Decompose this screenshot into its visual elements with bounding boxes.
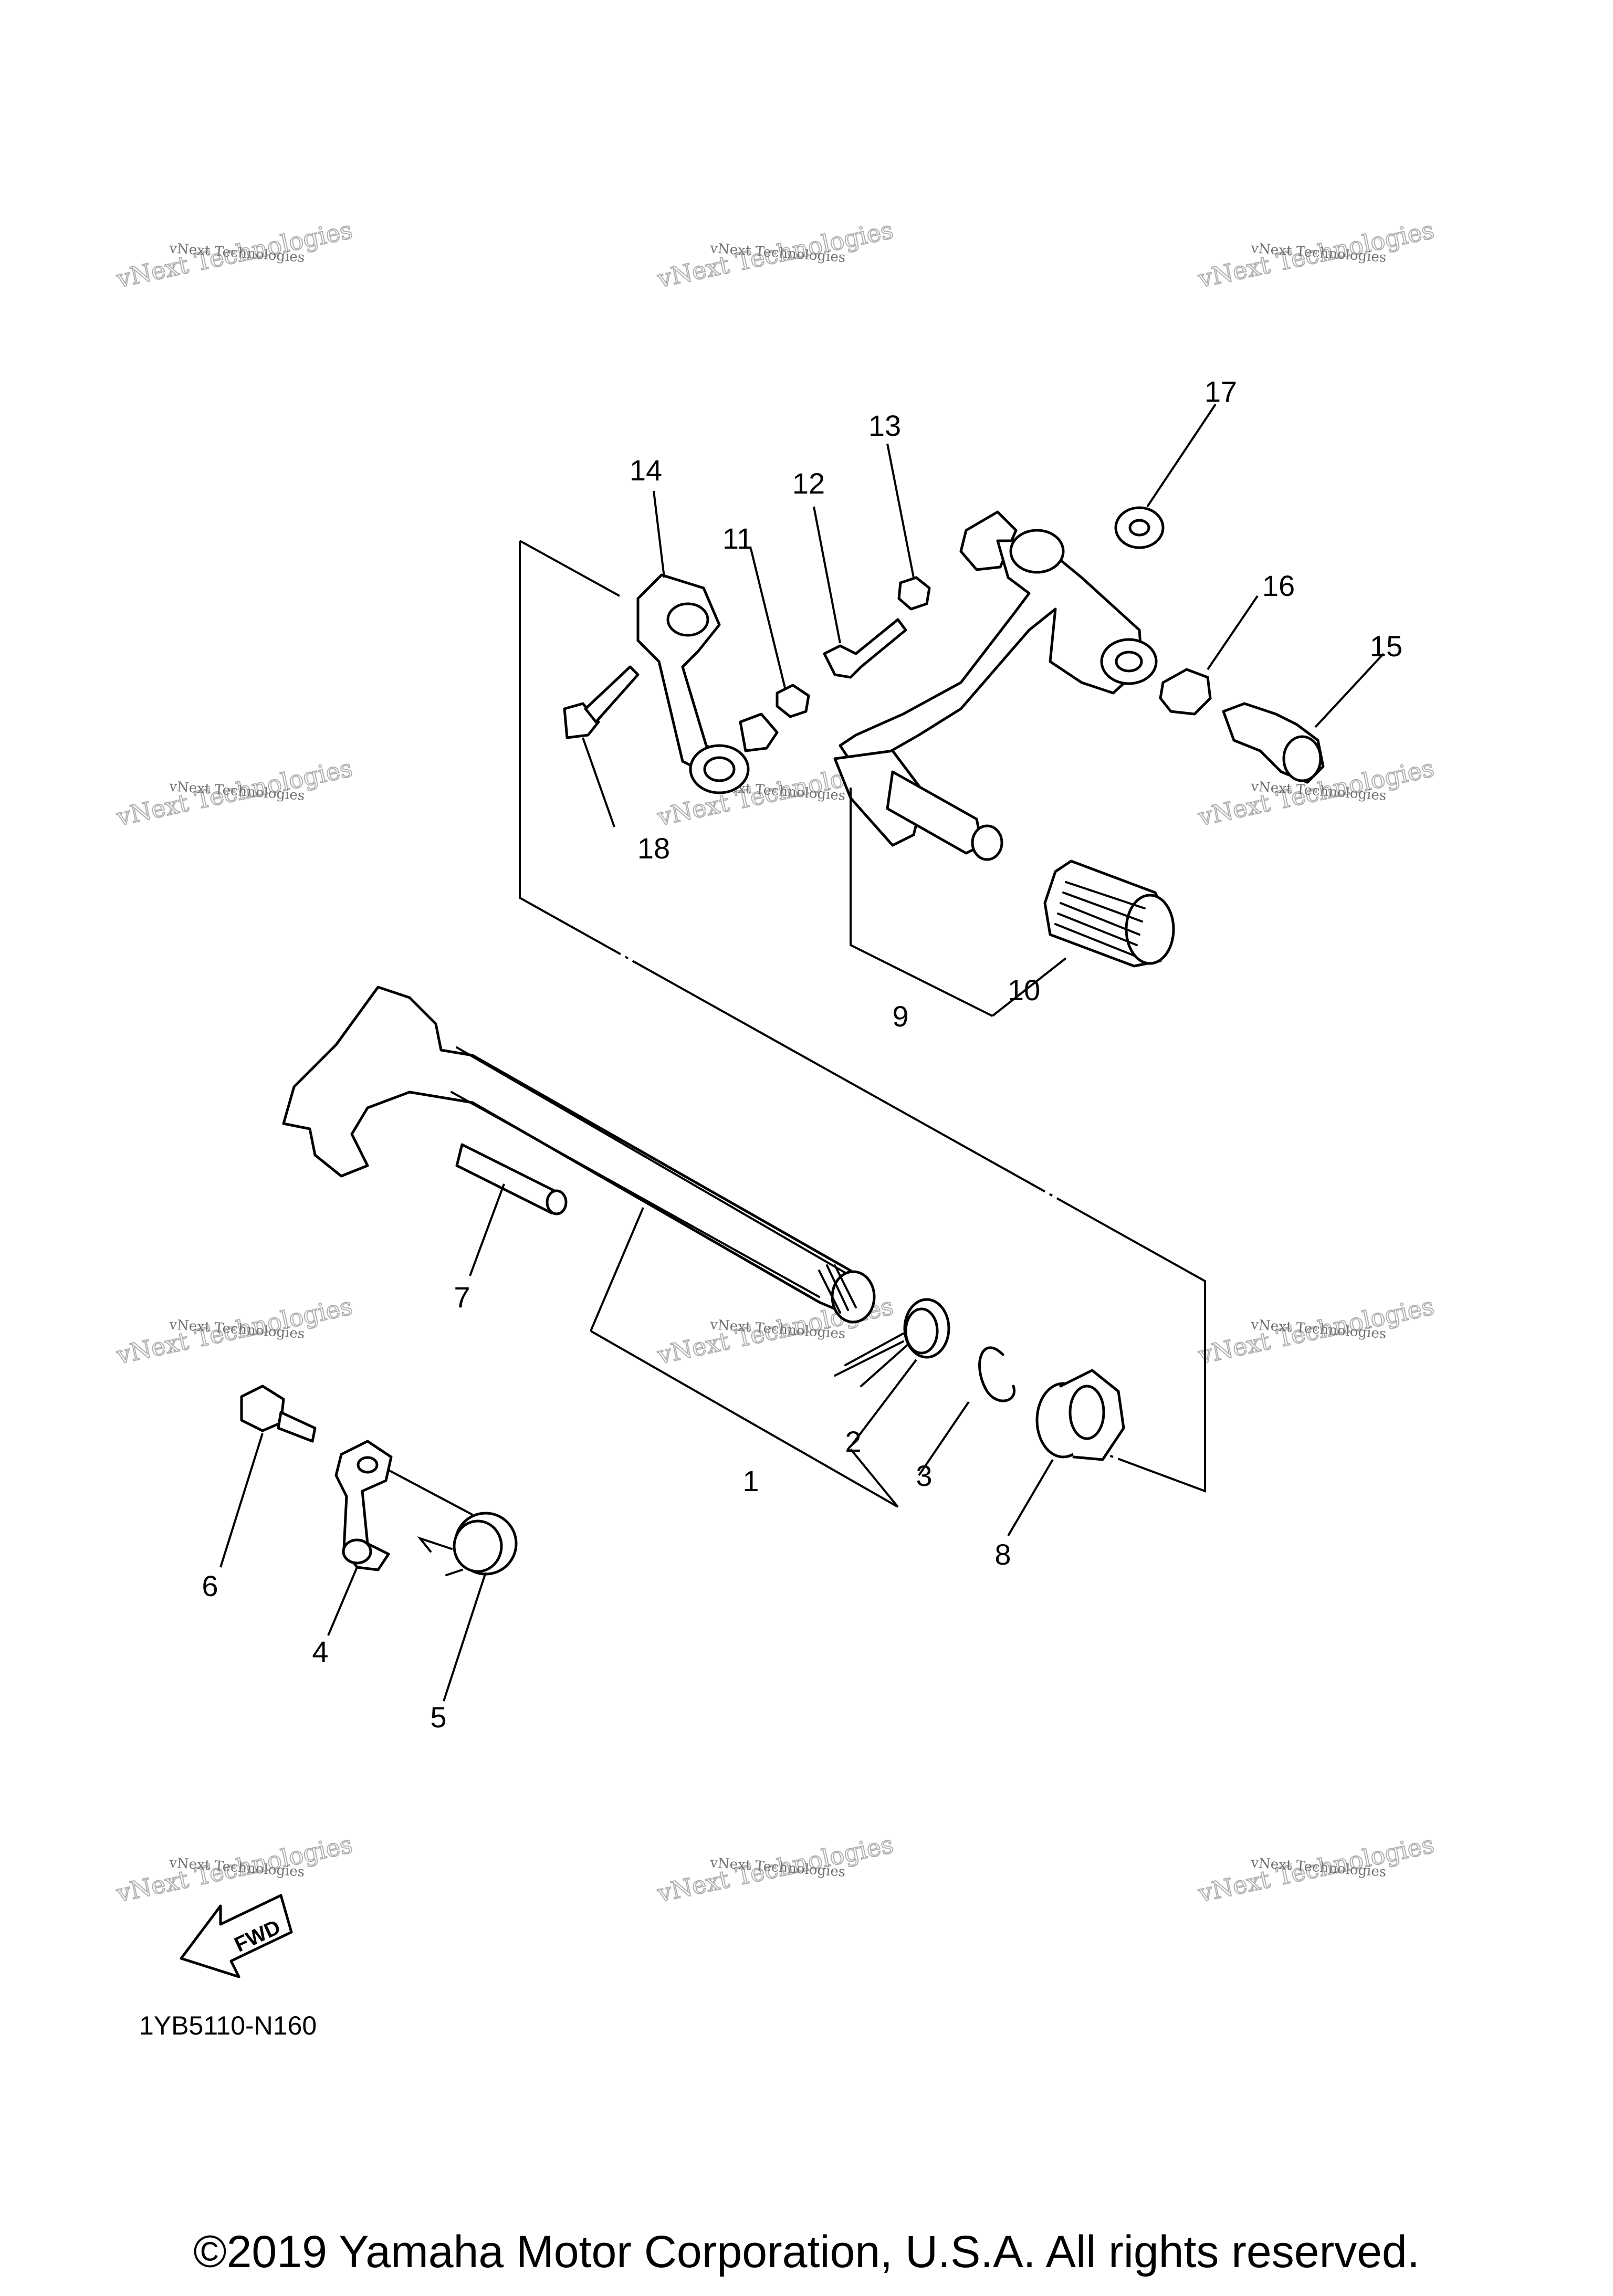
small-fasteners [776,576,931,718]
oil-seal-part [1035,1369,1125,1461]
callout-12: 12 [792,467,825,500]
return-spring-part [834,1298,950,1387]
callout-4: 4 [312,1635,328,1668]
leader-lines [219,403,1385,1702]
callout-3: 3 [916,1459,932,1492]
callout-1: 1 [742,1464,759,1497]
circlip-part [978,1346,1016,1402]
callout-13: 13 [868,409,901,442]
callout-11: 11 [722,522,753,555]
callout-15: 15 [1370,630,1402,663]
callout-18: 18 [637,832,670,865]
callout-2: 2 [845,1425,861,1458]
fwd-arrow-icon: FWD [180,1894,293,1978]
callout-7: 7 [454,1281,470,1314]
pedal-rubber-part [1043,859,1175,968]
diagram-part-code: 1YB5110-N160 [139,2011,317,2040]
copyright-notice: ©2019 Yamaha Motor Corporation, U.S.A. A… [193,2227,1420,2277]
callout-8: 8 [994,1538,1011,1571]
callout-10: 10 [1008,973,1040,1007]
assembly-frame [519,540,1206,1508]
shift-shaft-part [282,986,876,1324]
callout-14: 14 [630,454,662,487]
callout-6: 6 [202,1569,218,1602]
bolt-part [563,665,640,739]
shift-arm-part [636,573,779,794]
callout-16: 16 [1262,569,1295,602]
stopper-bolt-part [240,1385,317,1443]
pin-part [455,1143,568,1215]
torsion-spring-part [388,1469,518,1576]
callout-labels: 1 2 3 4 5 6 7 8 9 10 11 12 13 14 15 16 1… [202,375,1402,1734]
stopper-lever-part [334,1440,393,1571]
pivot-parts [1114,506,1325,784]
shift-pedal-part [833,510,1158,861]
callout-5: 5 [430,1701,446,1734]
callout-9: 9 [892,1000,908,1033]
callout-17: 17 [1204,375,1237,408]
